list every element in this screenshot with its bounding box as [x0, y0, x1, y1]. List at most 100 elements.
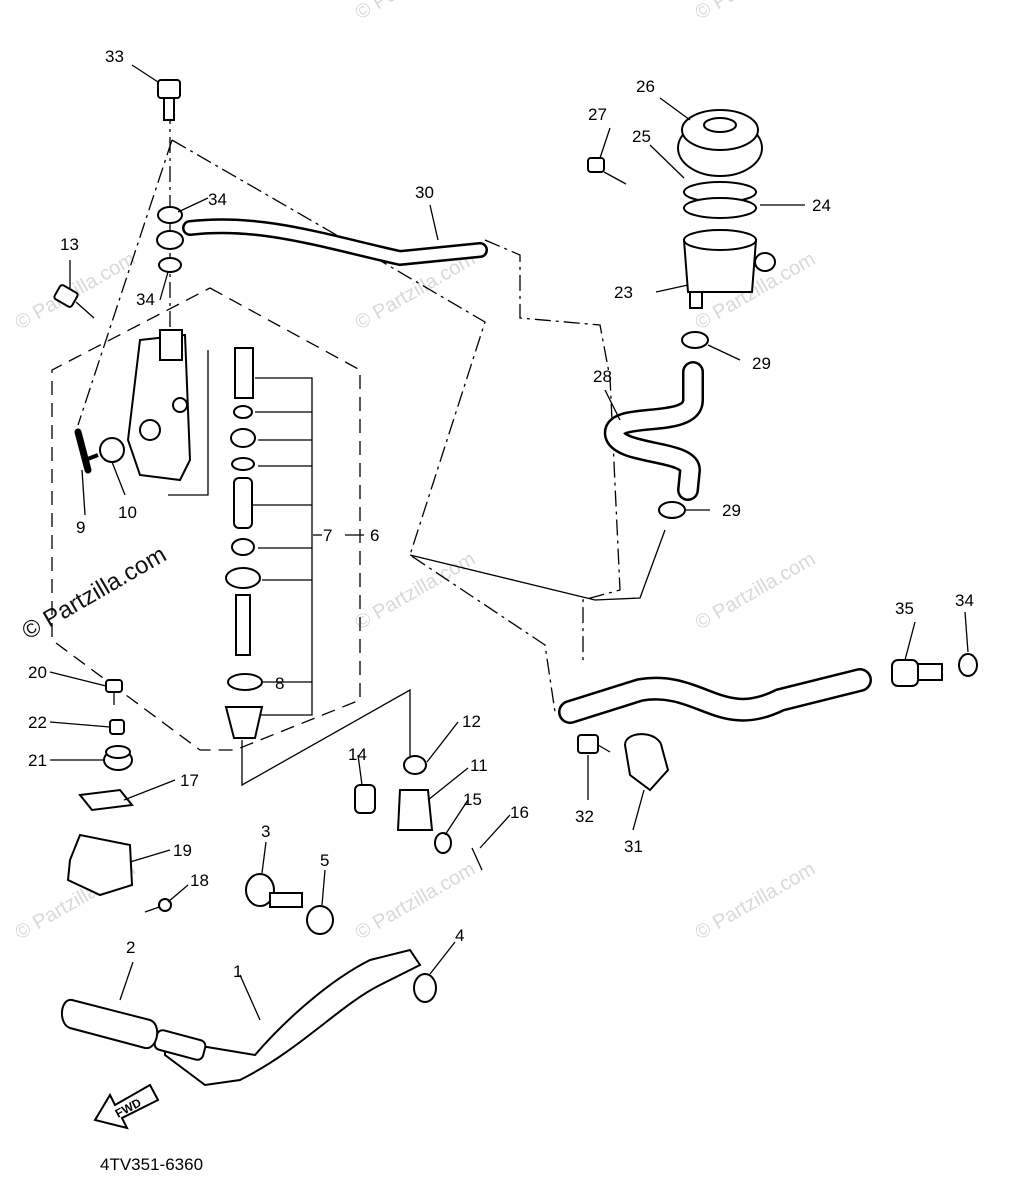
plate-17: [78, 788, 134, 812]
callout-1: 1: [233, 962, 242, 981]
washer-34: [958, 653, 978, 677]
pin-16: [471, 847, 483, 871]
watermark: © Partzilla.com: [692, 0, 820, 24]
callout-24: 24: [812, 196, 831, 215]
reservoir-23: [682, 229, 776, 309]
callout-26: 26: [636, 77, 655, 96]
callout-21: 21: [28, 751, 47, 770]
spring-seat: [233, 405, 253, 419]
callout-7: 7: [323, 526, 332, 545]
boot: [224, 706, 264, 739]
callout-12: 12: [462, 712, 481, 731]
clevis-11: [396, 789, 434, 831]
leaders: [49, 64, 969, 1021]
bolt-32: [577, 734, 611, 754]
screw-27: [587, 157, 627, 185]
callout-11: 11: [470, 756, 488, 775]
diagram-code: 4TV351-6360: [100, 1155, 203, 1174]
washer-34: [157, 206, 183, 224]
washer-4: [413, 973, 437, 1003]
callout-19: 19: [173, 841, 192, 860]
callout-labels: 33 34 34 13 30 9 10 7 6 8 26 27 25 24 23…: [28, 47, 974, 981]
callout-17: 17: [180, 771, 199, 790]
callout-22: 22: [28, 713, 47, 732]
union-35: [891, 659, 919, 687]
bolt-13: [53, 284, 95, 319]
reservoir-cap-26: [677, 109, 763, 177]
callout-2: 2: [126, 938, 135, 957]
washer-5: [306, 905, 334, 935]
watermark: © Partzilla.com: [352, 0, 480, 24]
callout-18: 18: [190, 871, 209, 890]
collar-12: [403, 755, 427, 775]
bolt-14: [354, 784, 376, 814]
washer: [225, 567, 261, 589]
cup: [230, 428, 256, 448]
pedal-rubber-2: [61, 999, 159, 1050]
cup: [231, 538, 255, 556]
callout-34: 34: [136, 290, 155, 309]
routing-line: [77, 139, 173, 426]
callout-16: 16: [510, 803, 529, 822]
spring: [234, 347, 254, 399]
callout-28: 28: [593, 367, 612, 386]
fitting-9: [74, 428, 99, 474]
screw-18: [144, 898, 172, 913]
callout-32: 32: [575, 807, 594, 826]
callout-23: 23: [614, 283, 633, 302]
callout-20: 20: [28, 663, 47, 682]
piston: [233, 477, 253, 529]
callout-13: 13: [60, 235, 79, 254]
watermark: © Partzilla.com: [352, 548, 480, 634]
routing-line: [171, 139, 556, 713]
cap-10: [99, 437, 125, 463]
bracket-link: [241, 688, 411, 787]
watermark: © Partzilla.com: [692, 548, 820, 634]
push-rod: [235, 594, 251, 656]
fwd-arrow: FWD: [93, 1083, 160, 1130]
callout-4: 4: [455, 926, 464, 945]
bracket-6: [168, 350, 209, 496]
callout-5: 5: [320, 851, 329, 870]
callout-8: 8: [275, 674, 284, 693]
bracket-7: [252, 377, 313, 716]
callout-31: 31: [624, 837, 643, 856]
grommet-21: [103, 745, 133, 771]
brake-hose: [558, 668, 872, 724]
diaphragm-24: [683, 197, 757, 219]
ring: [231, 457, 255, 471]
washer-34: [156, 230, 184, 250]
callout-6: 6: [370, 526, 379, 545]
watermark-main: © Partzilla.com: [18, 541, 172, 645]
collar-22: [109, 719, 125, 735]
assembly-outline: [51, 287, 361, 751]
clip-29: [681, 331, 709, 349]
callout-29: 29: [752, 354, 771, 373]
callout-9: 9: [76, 518, 85, 537]
bracket-19: [66, 833, 134, 897]
circlip-8: [227, 673, 263, 691]
callout-34: 34: [208, 190, 227, 209]
callout-25: 25: [632, 127, 651, 146]
union-35: [917, 663, 943, 681]
routing-line: [409, 529, 666, 601]
callout-29: 29: [722, 501, 741, 520]
washer-15: [434, 832, 452, 854]
bolt-3: [245, 873, 303, 908]
clamp-31: [623, 733, 670, 792]
bolt-33: [157, 79, 181, 121]
callout-34: 34: [955, 591, 974, 610]
watermark: © Partzilla.com: [692, 858, 820, 944]
clip-29: [658, 501, 686, 519]
callout-15: 15: [463, 790, 482, 809]
callout-35: 35: [895, 599, 914, 618]
callout-3: 3: [261, 822, 270, 841]
callout-33: 33: [105, 47, 124, 66]
bolt-20: [105, 679, 123, 705]
brake-pedal-1: [153, 948, 422, 1087]
callout-30: 30: [415, 183, 434, 202]
callout-27: 27: [588, 105, 607, 124]
master-cylinder-body: [126, 329, 192, 482]
washer-34: [158, 257, 182, 273]
